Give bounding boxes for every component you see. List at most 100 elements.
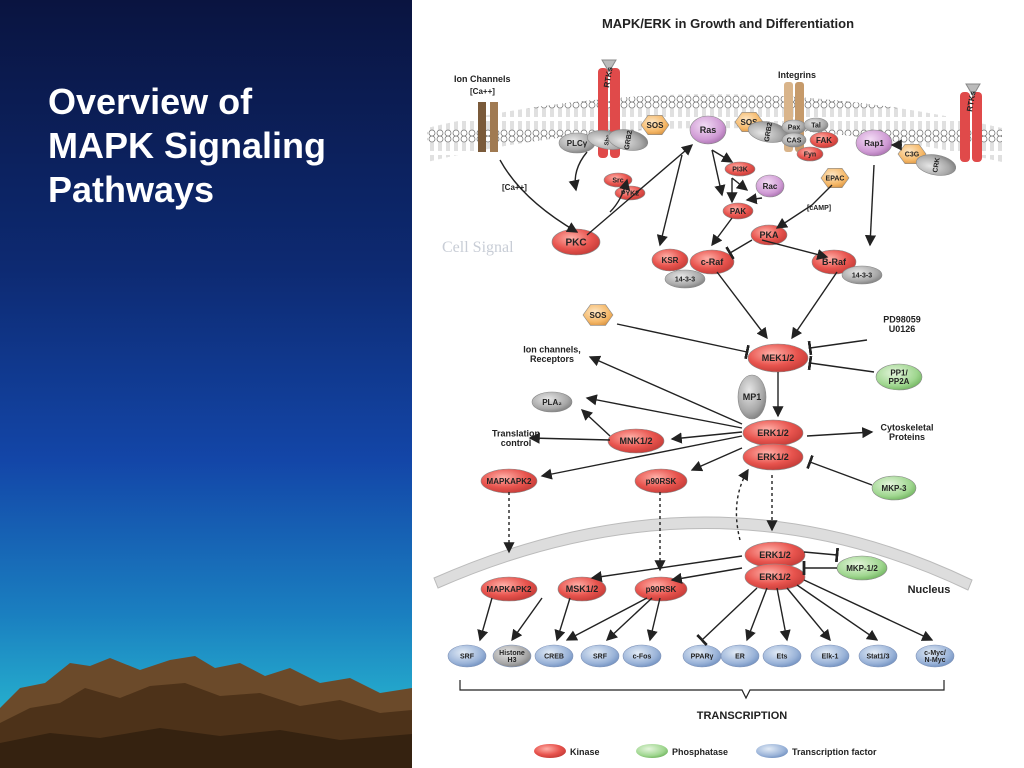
transcription-factor-7: Ets xyxy=(762,644,802,668)
grb2_right-label: GRB2 xyxy=(764,122,774,142)
transcription-factor-0: SRF xyxy=(447,644,487,668)
nucleus-label: Nucleus xyxy=(908,584,951,596)
msk-label: MSK1/2 xyxy=(566,584,599,594)
legend-kinase-label: Kinase xyxy=(570,747,600,757)
node-pi3k: PI3K xyxy=(724,161,756,177)
tf-10-label: c-Myc/N-Myc xyxy=(924,650,946,664)
legend-phosphatase-swatch xyxy=(636,744,668,758)
tf-6-label: ER xyxy=(735,653,745,660)
ras-label: Ras xyxy=(700,125,717,135)
sos_mid-label: SOS xyxy=(590,311,608,320)
tf-2-label: CREB xyxy=(544,653,564,660)
fyn-label: Fyn xyxy=(804,151,816,158)
tf-3-label: SRF xyxy=(593,653,608,660)
node-ras: Ras xyxy=(689,115,727,145)
pka-label: PKA xyxy=(759,230,779,240)
node-mnk: MNK1/2 xyxy=(607,428,665,454)
node-tal: Tal xyxy=(803,117,829,133)
pathway-svg: MAPK/ERK in Growth and Differentiation C… xyxy=(427,16,1002,758)
diagram-title: MAPK/ERK in Growth and Differentiation xyxy=(602,16,854,31)
plcg-label: PLCγ xyxy=(567,139,588,148)
node-cas: CAS xyxy=(781,132,807,148)
transcription-factor-5: PPARγ xyxy=(682,644,722,668)
node-pak: PAK xyxy=(722,202,754,220)
node-mek: MEK1/2 xyxy=(747,343,809,373)
ion-channels-label: Ion Channels xyxy=(454,74,511,84)
node-erk_c: ERK1/2 xyxy=(744,541,806,569)
transcription-factor-10: c-Myc/N-Myc xyxy=(915,644,955,668)
node-grb2_left: GRB2 xyxy=(607,129,649,151)
rac-label: Rac xyxy=(763,182,778,191)
pla2-label: PLA₂ xyxy=(542,398,562,407)
tf-5-label: PPARγ xyxy=(691,653,714,660)
craf-label: c-Raf xyxy=(701,257,725,267)
src-label: Src xyxy=(612,177,623,184)
slide-title-line-3: Pathways xyxy=(48,169,215,210)
tf-9-label: Stat1/3 xyxy=(867,653,890,660)
node-ion_receptors: Ion channels,Receptors xyxy=(523,344,581,363)
legend-phosphatase-label: Phosphatase xyxy=(672,747,728,757)
legend: Kinase Phosphatase Transcription factor xyxy=(534,744,877,758)
mapkapk2_bot-label: MAPKAPK2 xyxy=(487,585,532,594)
node-p90rsk_bot: p90RSK xyxy=(634,576,688,602)
node-crk: CRK xyxy=(915,154,957,176)
node-rac: Rac xyxy=(755,174,785,198)
epac-label: EPAC xyxy=(826,175,845,182)
p90rsk_bot-label: p90RSK xyxy=(646,585,677,594)
mkp3-label: MKP-3 xyxy=(882,484,907,493)
transcription-label: TRANSCRIPTION xyxy=(697,710,788,722)
erk_d-label: ERK1/2 xyxy=(759,572,791,582)
ca-out-label: [Ca++] xyxy=(502,183,527,192)
mp1-label: MP1 xyxy=(743,392,762,402)
integrins-label: Integrins xyxy=(778,70,816,80)
mkp12-label: MKP-1/2 xyxy=(846,564,878,573)
transcription-factor-6: ER xyxy=(720,644,760,668)
b1433_left-label: 14-3-3 xyxy=(675,276,695,283)
node-sos_top1: SOS xyxy=(640,115,670,135)
watermark: Cell Signal xyxy=(442,239,514,256)
legend-tf-label: Transcription factor xyxy=(792,747,877,757)
erk_c-label: ERK1/2 xyxy=(759,550,791,560)
pi3k-label: PI3K xyxy=(732,166,748,173)
node-b1433_left: 14-3-3 xyxy=(664,269,706,289)
pak-label: PAK xyxy=(730,207,747,216)
node-p90rsk_top: p90RSK xyxy=(634,468,688,494)
node-erk_b: ERK1/2 xyxy=(742,443,804,471)
grb2_left-label: GRB2 xyxy=(624,130,634,150)
node-mp1: MP1 xyxy=(737,374,767,420)
pax-label: Pax xyxy=(788,124,801,131)
node-pax: Pax xyxy=(781,119,807,135)
node-mkp12: MKP-1/2 xyxy=(836,555,888,581)
node-ksr: KSR xyxy=(651,248,689,272)
pp1-label: PP1/PP2A xyxy=(889,369,910,386)
ca-in-label: [Ca++] xyxy=(470,87,495,96)
crk-label: CRK xyxy=(932,157,942,173)
node-epac: EPAC xyxy=(820,168,850,188)
nuclear-envelope xyxy=(433,516,973,591)
node-pka: PKA xyxy=(750,224,788,246)
node-b1433_right: 14-3-3 xyxy=(841,265,883,285)
cas-label: CAS xyxy=(787,137,802,144)
transcription-factor-9: Stat1/3 xyxy=(858,644,898,668)
rtks-right-label: RTKs xyxy=(965,90,978,113)
fak-label: FAK xyxy=(816,136,832,145)
node-pkc: PKC xyxy=(551,228,601,256)
tf-4-label: c-Fos xyxy=(633,653,652,660)
node-mapkapk2_bot: MAPKAPK2 xyxy=(480,576,538,602)
transcription-factor-2: CREB xyxy=(534,644,574,668)
transcription-factor-3: SRF xyxy=(580,644,620,668)
node-craf: c-Raf xyxy=(689,249,735,275)
transcription-factor-4: c-Fos xyxy=(622,644,662,668)
node-fak: FAK xyxy=(809,131,839,149)
rap1-label: Rap1 xyxy=(864,139,884,148)
title-panel: Overview of MAPK Signaling Pathways xyxy=(0,0,412,768)
node-nucleus: Nucleus xyxy=(908,584,951,596)
node-sos_mid: SOS xyxy=(582,304,614,326)
mnk-label: MNK1/2 xyxy=(619,436,652,446)
sos_top1-label: SOS xyxy=(647,121,665,130)
